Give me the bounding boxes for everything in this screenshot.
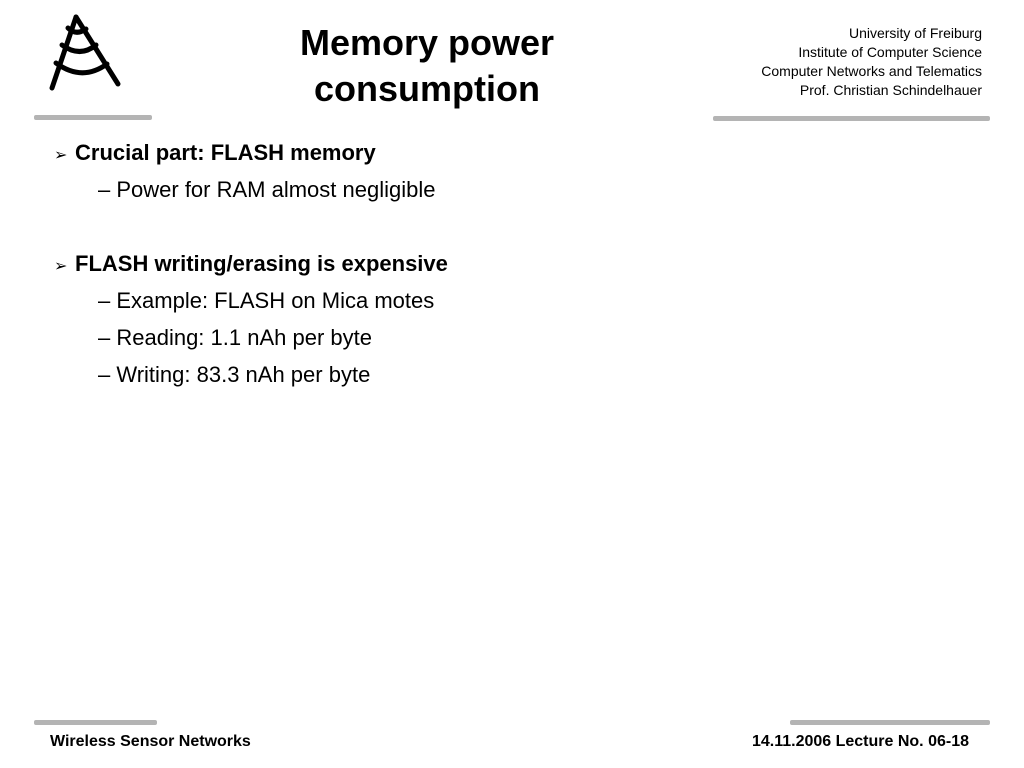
affiliation-institute: Institute of Computer Science <box>798 44 982 60</box>
footer-course-name: Wireless Sensor Networks <box>50 733 251 750</box>
bullet-item: ➢ FLASH writing/erasing is expensive <box>54 245 954 282</box>
footer-divider-left <box>34 720 157 725</box>
affiliation-department: Computer Networks and Telematics <box>761 63 982 79</box>
sub-item: – Writing: 83.3 nAh per byte <box>98 362 371 387</box>
bullet-item: ➢ Crucial part: FLASH memory <box>54 134 954 171</box>
affiliation-professor: Prof. Christian Schindelhauer <box>799 82 982 98</box>
antenna-logo-icon <box>49 14 121 91</box>
slide-content: ➢ Crucial part: FLASH memory – Power for… <box>54 134 954 393</box>
sub-item: – Example: FLASH on Mica motes <box>98 288 435 313</box>
sub-item: – Power for RAM almost negligible <box>98 177 436 202</box>
sub-item: – Reading: 1.1 nAh per byte <box>98 325 372 350</box>
bullet-text: FLASH writing/erasing is expensive <box>75 251 448 276</box>
arrow-bullet-icon: ➢ <box>54 258 68 275</box>
bullet-text: Crucial part: FLASH memory <box>75 140 376 165</box>
arrow-bullet-icon: ➢ <box>54 147 68 164</box>
footer-divider-right <box>790 720 990 725</box>
footer-lecture-info: 14.11.2006 Lecture No. 06-18 <box>751 733 969 750</box>
affiliation-university: University of Freiburg <box>848 25 982 41</box>
slide-title: Memory power consumption <box>262 20 592 112</box>
spacer <box>54 208 954 245</box>
slide-title-line-1: Memory power <box>299 22 555 63</box>
header-divider-left <box>34 115 152 120</box>
header-divider-right <box>713 116 990 121</box>
slide-title-line-2: consumption <box>314 68 540 109</box>
affiliation-block: University of Freiburg Institute of Comp… <box>761 24 982 100</box>
